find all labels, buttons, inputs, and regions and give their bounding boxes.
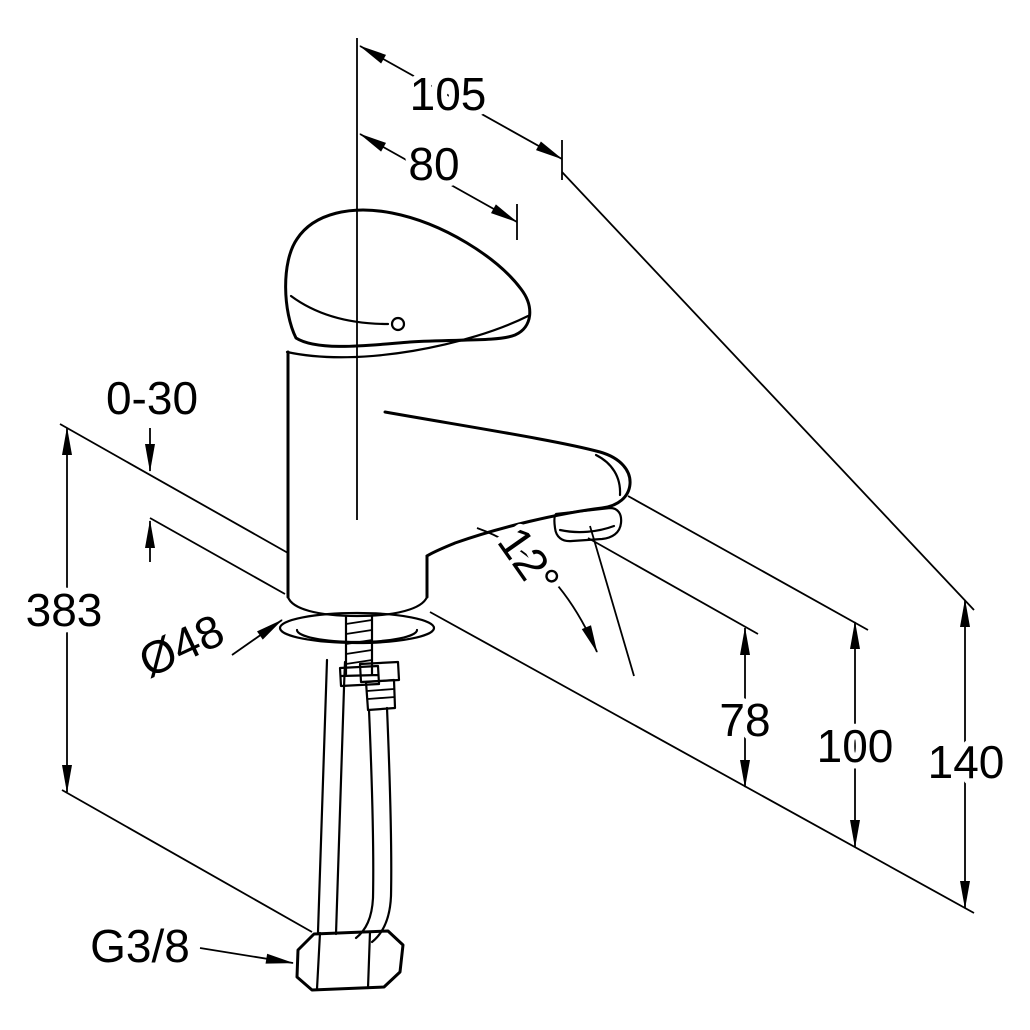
deck-line-right	[429, 611, 975, 914]
dim-label-0-30: 0-30	[106, 372, 198, 424]
aerator-outlet	[553, 506, 623, 543]
leader-diameter	[231, 619, 283, 656]
handle-inner-curve	[289, 294, 390, 326]
deck-washer	[278, 611, 436, 645]
ext-line-78-top	[587, 537, 759, 635]
body-collar	[285, 314, 530, 359]
base-flange	[286, 595, 429, 618]
handle-detail-dot	[390, 316, 406, 332]
dim-label-12deg: 12°	[488, 517, 570, 604]
dim-label-383: 383	[26, 584, 103, 636]
dim-label-140: 140	[928, 736, 1005, 788]
handle-lever	[284, 208, 532, 348]
dim-line-105	[359, 45, 563, 160]
dim-label-105: 105	[410, 68, 487, 120]
ext-line-140-top	[561, 171, 975, 611]
dimension-lines-group	[59, 38, 975, 964]
dim-label-diameter-48: Ø48	[131, 604, 232, 688]
angle-arc-12deg	[476, 527, 598, 653]
hose-connector	[358, 660, 401, 712]
dimension-labels-group: 105 80 0-30 383 Ø48 12° 78 100 140 G3/8	[20, 62, 1011, 978]
spout-endcap	[594, 453, 622, 497]
threaded-stud	[338, 614, 381, 688]
deck-bottom-line	[149, 517, 286, 595]
dim-label-g38: G3/8	[90, 920, 190, 972]
ext-line-383-bottom	[61, 789, 313, 933]
aerator-inner-line	[558, 524, 616, 534]
faucet-body-group	[278, 208, 632, 992]
hex-nut	[295, 929, 405, 992]
dim-label-78: 78	[719, 694, 770, 746]
dim-label-100: 100	[817, 720, 894, 772]
supply-hoses	[316, 658, 393, 944]
dim-line-80	[359, 133, 518, 223]
angle-ref-line	[589, 525, 635, 677]
leader-thread	[199, 947, 294, 964]
ext-line-100-top	[627, 495, 869, 631]
deck-top-line	[59, 423, 289, 554]
dim-label-80: 80	[408, 138, 459, 190]
spout	[383, 410, 632, 558]
